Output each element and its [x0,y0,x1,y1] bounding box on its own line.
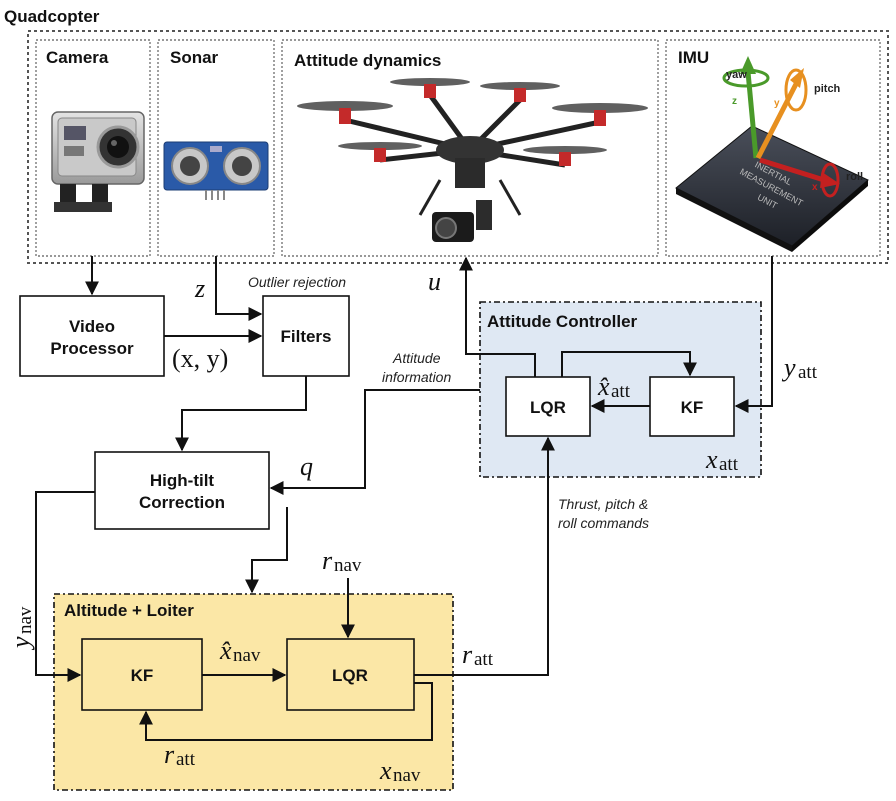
svg-text:nav: nav [393,765,421,786]
signal-q: q [300,452,313,481]
imu-axes-icon: yaw z y pitch x roll [722,56,863,198]
attitude-controller-title: Attitude Controller [487,312,638,331]
imu-axis-roll: roll [846,171,863,183]
imu-chip-icon: INERTIAL MEASUREMENT UNIT [675,125,869,252]
video-processor-label-1: Video [69,317,115,336]
svg-text:x: x [705,445,718,474]
signal-r-nav: r nav [322,546,362,576]
signal-z: z [194,274,205,303]
video-processor-label-2: Processor [50,339,134,358]
nav-lqr-label: LQR [332,666,368,685]
signal-y-att: y att [781,353,818,383]
signal-xy: (x, y) [172,344,228,373]
drone-icon [297,78,648,242]
imu-axis-y: y [774,98,780,109]
high-tilt-label-2: Correction [139,493,225,512]
imu-axis-z: z [732,96,737,107]
svg-text:x: x [379,756,392,785]
imu-label: IMU [678,48,709,67]
signal-x-att: x att [705,445,739,475]
altitude-loiter-title: Altitude + Loiter [64,601,194,620]
svg-text:nav: nav [334,555,362,576]
attitude-information-note-2: information [382,369,451,385]
svg-text:nav: nav [233,645,261,666]
high-tilt-block [94,451,270,530]
svg-text:att: att [176,749,196,770]
svg-text:att: att [474,649,494,670]
svg-text:r: r [164,740,175,769]
camera-label: Camera [46,48,109,67]
filters-label: Filters [280,327,331,346]
signal-r-att-feedback: r att [164,740,196,770]
sonar-icon [163,141,269,200]
attitude-lqr-block [505,376,591,437]
attitude-dynamics-label: Attitude dynamics [294,51,441,70]
signal-y-nav: y nav [6,606,36,651]
svg-text:x̂: x̂ [597,372,610,401]
svg-text:x̂: x̂ [219,636,232,665]
nav-lqr-block [286,638,415,711]
svg-text:nav: nav [15,606,36,634]
signal-x-nav: x nav [379,756,421,786]
attitude-kf-block [649,376,735,437]
svg-text:r: r [462,640,473,669]
outlier-rejection-note: Outlier rejection [248,274,346,290]
attitude-lqr-label: LQR [530,398,566,417]
imu-axis-pitch: pitch [814,83,841,95]
svg-text:att: att [611,381,631,402]
svg-text:y: y [6,636,35,651]
nav-kf-block [81,638,203,711]
commands-note-2: roll commands [558,515,649,531]
quadcopter-title: Quadcopter [4,7,100,26]
imu-axis-yaw: yaw [726,69,747,81]
sonar-label: Sonar [170,48,219,67]
svg-text:r: r [322,546,333,575]
signal-r-att-out: r att [462,640,494,670]
connections [35,256,773,741]
filters-block [262,295,350,377]
signal-x-hat-att: x̂ att [597,372,631,402]
signal-u: u [428,267,441,296]
nav-kf-label: KF [131,666,154,685]
svg-text:att: att [798,362,818,383]
camera-icon [51,111,145,212]
attitude-kf-label: KF [681,398,704,417]
attitude-information-note-1: Attitude [392,350,441,366]
imu-axis-x: x [812,182,818,193]
svg-text:y: y [781,353,796,382]
svg-text:att: att [719,454,739,475]
commands-note-1: Thrust, pitch & [558,496,648,512]
video-processor-block [19,295,165,377]
high-tilt-label-1: High-tilt [150,471,215,490]
signal-x-hat-nav: x̂ nav [219,636,261,666]
